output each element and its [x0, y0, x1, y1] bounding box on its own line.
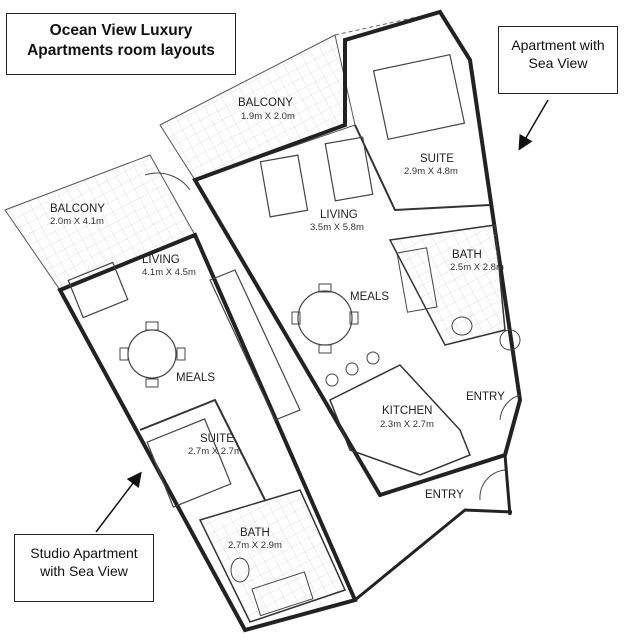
studio-entry-label: ENTRY [425, 489, 464, 501]
apt-chair [318, 344, 332, 354]
studio-bath-dims: 2.7m X 2.9m [228, 540, 282, 551]
apt-bed [372, 53, 466, 141]
studio-suite-label: SUITE [200, 433, 234, 445]
apt-living-label: LIVING [320, 209, 358, 221]
studio-apartment [4, 154, 358, 633]
apt-entry-door [499, 394, 521, 421]
studio-bath-label: BATH [240, 527, 270, 539]
studio-dining-table [127, 329, 177, 379]
apartment-callout-line-1: Apartment with [511, 37, 605, 53]
apt-bath-label: BATH [452, 249, 482, 261]
studio-bath-floor [198, 489, 347, 623]
studio-bed [146, 418, 232, 508]
studio-entry-door [479, 469, 506, 501]
studio-entry-wall [354, 508, 513, 602]
studio-bathtub [251, 571, 314, 617]
title-line-2: Apartments room layouts [27, 42, 215, 60]
apt-toilet [451, 316, 473, 336]
apt-bathtub [396, 247, 438, 313]
apt-bath-dims: 2.5m X 2.8m [450, 262, 504, 273]
title-box: Ocean View Luxury Apartments room layout… [6, 13, 236, 75]
apt-kitchen-dims: 2.3m X 2.7m [380, 419, 434, 430]
studio-suite-wall [139, 398, 266, 501]
studio-balcony-door [144, 172, 191, 191]
apt-kitchen-counter [329, 364, 471, 476]
apt-chair [349, 311, 359, 325]
studio-living-dims: 4.1m X 4.5m [142, 267, 196, 278]
apt-balcony-dims: 1.9m X 2.0m [241, 111, 295, 122]
studio-suite-dims: 2.7m X 2.7m [188, 446, 242, 457]
studio-chair [176, 347, 186, 361]
apartment-callout-arrow [518, 99, 549, 151]
studio-callout-line-1: Studio Apartment [30, 545, 138, 561]
apt-dining-table [297, 290, 353, 346]
studio-callout-arrow [95, 471, 142, 533]
apt-bath-floor [388, 224, 506, 346]
apt-stool [325, 373, 339, 387]
apt-entry-label: ENTRY [466, 391, 505, 403]
apt-living-dims: 3.5m X 5.8m [310, 222, 364, 233]
studio-living-label: LIVING [142, 254, 180, 266]
apt-shower [499, 329, 521, 351]
studio-chair [119, 347, 129, 361]
apt-armchair [259, 154, 309, 218]
apt-chair [291, 311, 301, 325]
apartment-callout: Apartment with Sea View [498, 26, 618, 94]
apt-meals-label: MEALS [350, 291, 389, 303]
studio-callout-line-2: with Sea View [40, 563, 128, 580]
title-line-1: Ocean View Luxury [49, 22, 193, 39]
sea-view-apartment [159, 9, 523, 602]
apt-balcony-label: BALCONY [238, 97, 293, 109]
apt-chair [318, 283, 332, 293]
studio-meals-label: MEALS [176, 372, 215, 384]
apt-armchair [324, 136, 374, 202]
studio-chair [145, 378, 159, 388]
apt-balcony-rail [334, 11, 441, 36]
apt-stool [366, 351, 380, 365]
apt-suite-dims: 2.9m X 4.8m [404, 166, 458, 177]
studio-sofa [67, 261, 129, 319]
apt-suite-wall [354, 124, 491, 212]
studio-callout: Studio Apartment with Sea View [14, 534, 154, 602]
studio-balcony-dims: 2.0m X 4.1m [50, 216, 104, 227]
entry-corridor-wall [379, 452, 512, 516]
studio-balcony-label: BALCONY [50, 203, 105, 215]
studio-chair [145, 321, 159, 331]
studio-toilet [230, 557, 250, 583]
apartment-callout-line-2: Sea View [528, 55, 588, 72]
apt-stool [345, 362, 359, 376]
apt-kitchen-label: KITCHEN [382, 405, 432, 417]
studio-kitchen-counter [209, 269, 301, 421]
apt-suite-label: SUITE [420, 153, 454, 165]
